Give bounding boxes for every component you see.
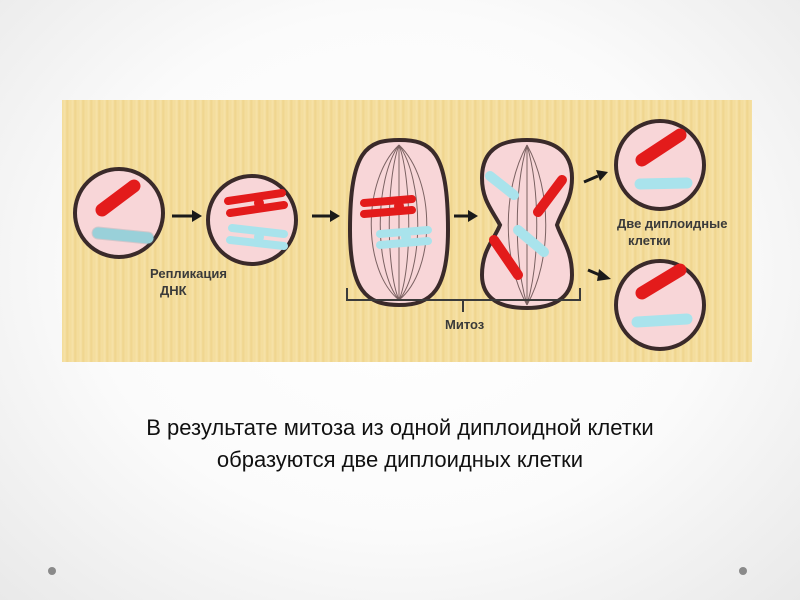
arrow-3 [454, 210, 478, 222]
corner-dot-right [739, 567, 747, 575]
arrow-to-daughter-bottom [587, 268, 611, 281]
blue-sister-chromatid [228, 224, 288, 238]
daughter-cell-top [614, 119, 706, 211]
red-sister-chromatid [224, 189, 286, 205]
spindle-fibers [370, 144, 428, 301]
red-chromosome [95, 179, 141, 217]
blue-sister-chromatid [226, 236, 288, 250]
mitosis-diagram-svg: Репликация ДНК [73, 119, 727, 351]
corner-dot-left [48, 567, 56, 575]
blue-chromosome [92, 227, 154, 244]
caption-line-2: образуются две диплоидных клетки [216, 447, 584, 472]
arrow-to-daughter-top [583, 170, 608, 184]
replication-label-line1: Репликация [150, 266, 227, 281]
caption-line-1: В результате митоза из одной диплоидной … [146, 415, 654, 440]
two-cells-label-line1: Две диплоидные [617, 216, 727, 231]
mitosis-diagram: Репликация ДНК [62, 100, 752, 362]
two-cells-label-line2: клетки [628, 233, 671, 248]
anaphase-cell [479, 137, 575, 311]
spindle-fibers [507, 144, 547, 306]
metaphase-cell [347, 137, 451, 308]
red-sister-chromatid [226, 201, 288, 217]
replicated-cell [206, 174, 298, 266]
daughter-cell-bottom [614, 259, 706, 351]
arrow-2 [312, 210, 340, 222]
replication-label-line2: ДНК [160, 283, 187, 298]
mitosis-bracket [346, 288, 581, 312]
arrow-1 [172, 210, 202, 222]
parent-cell [73, 167, 165, 259]
mitosis-label: Митоз [445, 317, 485, 332]
